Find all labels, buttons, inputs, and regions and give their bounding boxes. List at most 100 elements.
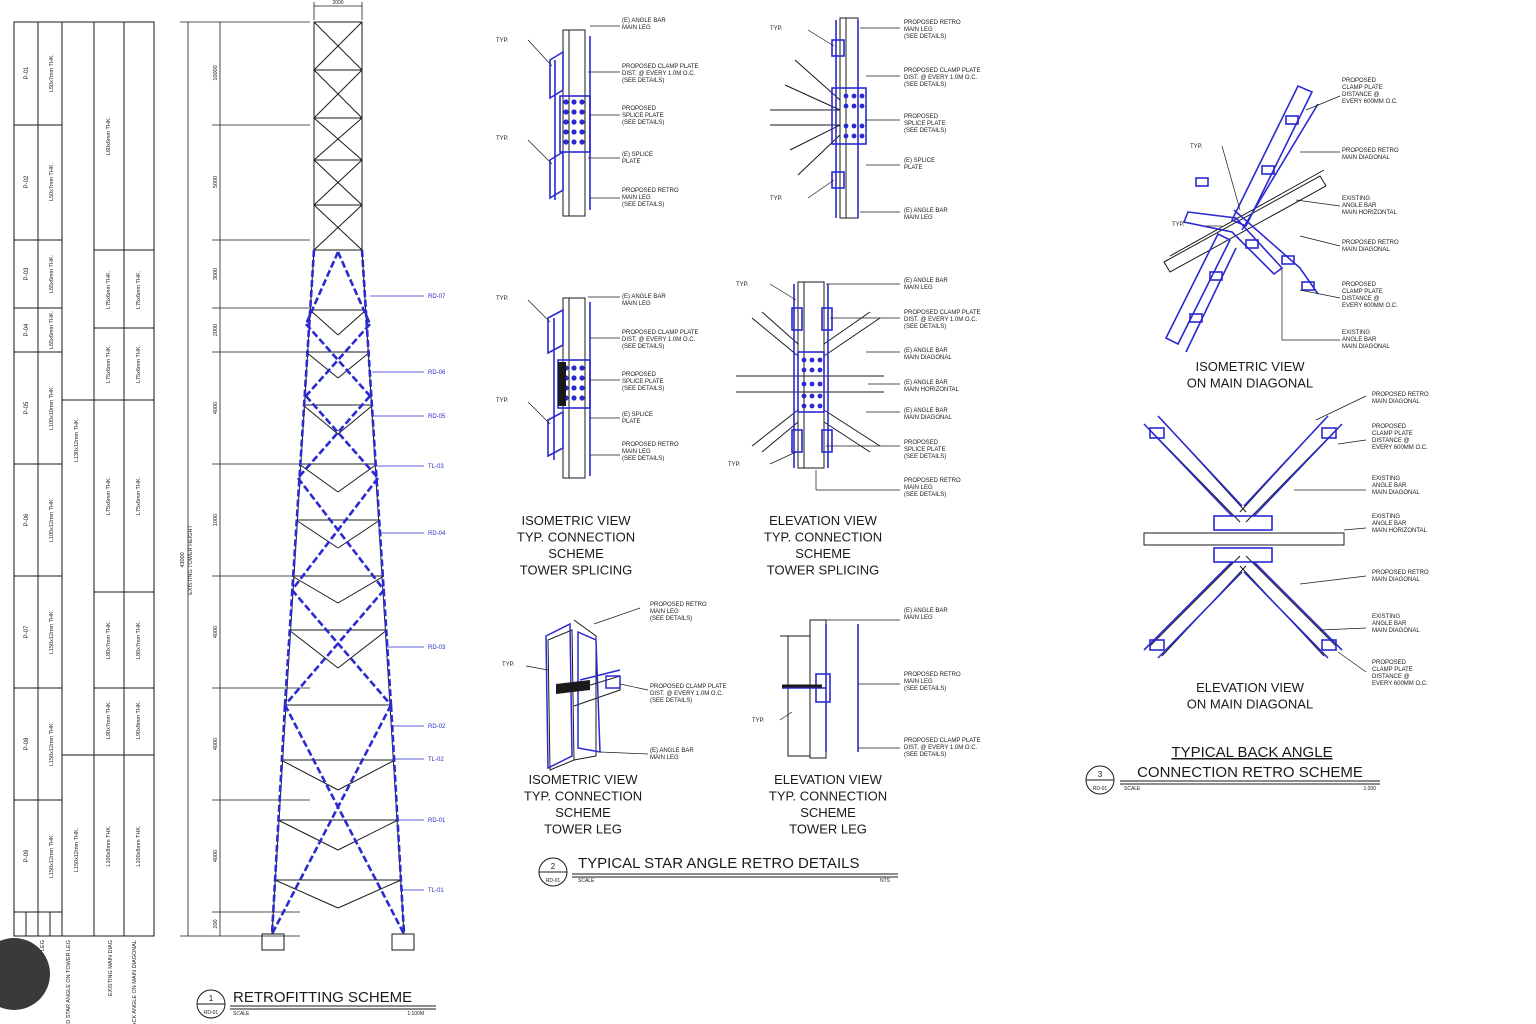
label-text: (E) ANGLE BAR [904,408,948,414]
existing-diagonal-size: L90x7mm THK. [106,700,112,739]
view-caption: TYP. CONNECTION [524,789,642,804]
label-text: (SEE DETAILS) [622,120,664,126]
label-text: PROPOSED RETRO [904,478,961,484]
label-text: SPLICE PLATE [904,121,946,127]
overall-height-value: 43000 [180,552,186,567]
label-text: (E) ANGLE BAR [622,18,666,24]
typ-marker: TYP. [496,296,509,302]
label-text: (E) ANGLE BAR [622,294,666,300]
label-text: CLAMP PLATE [1372,431,1413,437]
existing-leg-size: L50x7mm THK. [49,53,55,92]
label-text: PROPOSED RETRO [904,672,961,678]
existing-diagonal-size: L75x6mm THK. [106,476,112,515]
label-text: PROPOSED CLAMP PLATE [904,310,980,316]
retro-diagonal-size: L90x8mm THK. [136,700,142,739]
label-text: ANGLE BAR [1342,337,1377,343]
label-text: EXISTING [1372,614,1400,620]
label-text: PROPOSED CLAMP PLATE [622,330,698,336]
view-caption: SCHEME [795,546,851,561]
detail-elev-leg [779,619,900,759]
label-text: ANGLE BAR [1342,203,1377,209]
label-text: PROPOSED [622,106,657,112]
panel-id: P-03 [24,267,30,280]
view-caption: TOWER LEG [789,822,867,837]
detail-number: 3 [1098,770,1103,779]
label-text: (E) ANGLE BAR [904,278,948,284]
scale-label: SCALE [578,878,595,884]
label-text: MAIN LEG [904,285,933,291]
retro-diagonal-size: L100x8mm THK. [136,825,142,867]
drawing-title: TYPICAL STAR ANGLE RETRO DETAILS [578,855,859,872]
label-text: EXISTING [1342,196,1370,202]
elevation-tag: TL-01 [428,888,444,894]
label-text: DIST. @ EVERY 1.0M O.C. [622,71,696,77]
sheet-reference: RD-01 [546,878,561,884]
view-caption: TYP. CONNECTION [764,530,882,545]
panel-id: P-09 [24,849,30,862]
dimension-value: 4000 [213,626,219,638]
tower-upper-lattice [313,21,363,251]
label-text: MAIN DIAGONAL [1372,628,1420,634]
scale-value: 1:100M [407,1011,424,1017]
typ-marker: TYP. [736,282,749,288]
label-text: DIST. @ EVERY 1.0M O.C. [904,75,978,81]
panel-id: P-07 [24,625,30,638]
label-text: (SEE DETAILS) [650,616,692,622]
existing-leg-size: L150x12mm THK. [49,721,55,766]
view-caption: TYP. CONNECTION [517,530,635,545]
sheet-reference: RD-01 [204,1010,219,1016]
label-text: MAIN DIAGONAL [1372,490,1420,496]
label-text: MAIN LEG [904,485,933,491]
view-caption: SCHEME [548,546,604,561]
view-caption: ELEVATION VIEW [774,772,883,787]
drawing-title: TYPICAL BACK ANGLE [1171,744,1332,761]
label-text: (E) ANGLE BAR [904,608,948,614]
label-text: DISTANCE @ [1342,296,1380,302]
elevation-tag: RD-06 [428,370,446,376]
typ-marker: TYP. [770,196,783,202]
existing-leg-size: L100x10mm THK. [49,385,55,430]
label-text: (SEE DETAILS) [904,324,946,330]
label-text: (E) SPLICE [622,412,653,418]
scale-label: SCALE [233,1011,250,1017]
view-caption: ON MAIN DIAGONAL [1187,376,1313,391]
label-text: CLAMP PLATE [1342,289,1383,295]
existing-leg-size: L150x12mm THK. [49,833,55,878]
label-text: (SEE DETAILS) [904,492,946,498]
star-angle-size: L150x12mm THK. [74,827,80,872]
dimension-value: 10000 [213,65,219,80]
typ-marker: TYP. [770,26,783,32]
label-text: (SEE DETAILS) [622,78,664,84]
typ-marker: TYP. [496,38,509,44]
label-text: MAIN LEG [904,679,933,685]
panel-id: P-02 [24,175,30,188]
elevation-tag: RD-03 [428,645,446,651]
label-text: PLATE [622,159,641,165]
top-brace-size: L60x6mm THK. [106,116,112,155]
retro-diagonal-size: L75x6mm THK. [136,476,142,515]
label-text: MAIN LEG [622,301,651,307]
elevation-tag: RD-07 [428,294,446,300]
label-text: PROPOSED CLAMP PLATE [650,684,726,690]
label-text: (E) ANGLE BAR [650,748,694,754]
typ-marker: TYP. [728,462,741,468]
table-column-header: PROPOSED BACK ANGLE ON MAIN DIAGONAL [132,940,138,1024]
label-text: MAIN HORIZONTAL [1342,210,1398,216]
retro-diagonal-size: L75x6mm THK. [136,344,142,383]
view-caption: ISOMETRIC VIEW [521,513,631,528]
label-text: PROPOSED [1342,282,1377,288]
title-marks [196,765,1380,1019]
label-text: EVERY 600MM O.C. [1372,681,1428,687]
member-schedule-table [13,21,155,937]
view-caption: SCHEME [555,805,611,820]
label-text: (SEE DETAILS) [904,686,946,692]
existing-leg-size: L65x6mm THK. [49,310,55,349]
dimension-value: 4000 [213,402,219,414]
elevation-tag-leaders [370,295,424,891]
panel-id: P-01 [24,66,30,79]
typ-marker: TYP. [496,398,509,404]
detail-number: 2 [551,862,556,871]
table-column-header: EXISTING MAIN DIAG [108,940,114,996]
dimension-value: 4000 [213,850,219,862]
panel-id: P-05 [24,401,30,414]
